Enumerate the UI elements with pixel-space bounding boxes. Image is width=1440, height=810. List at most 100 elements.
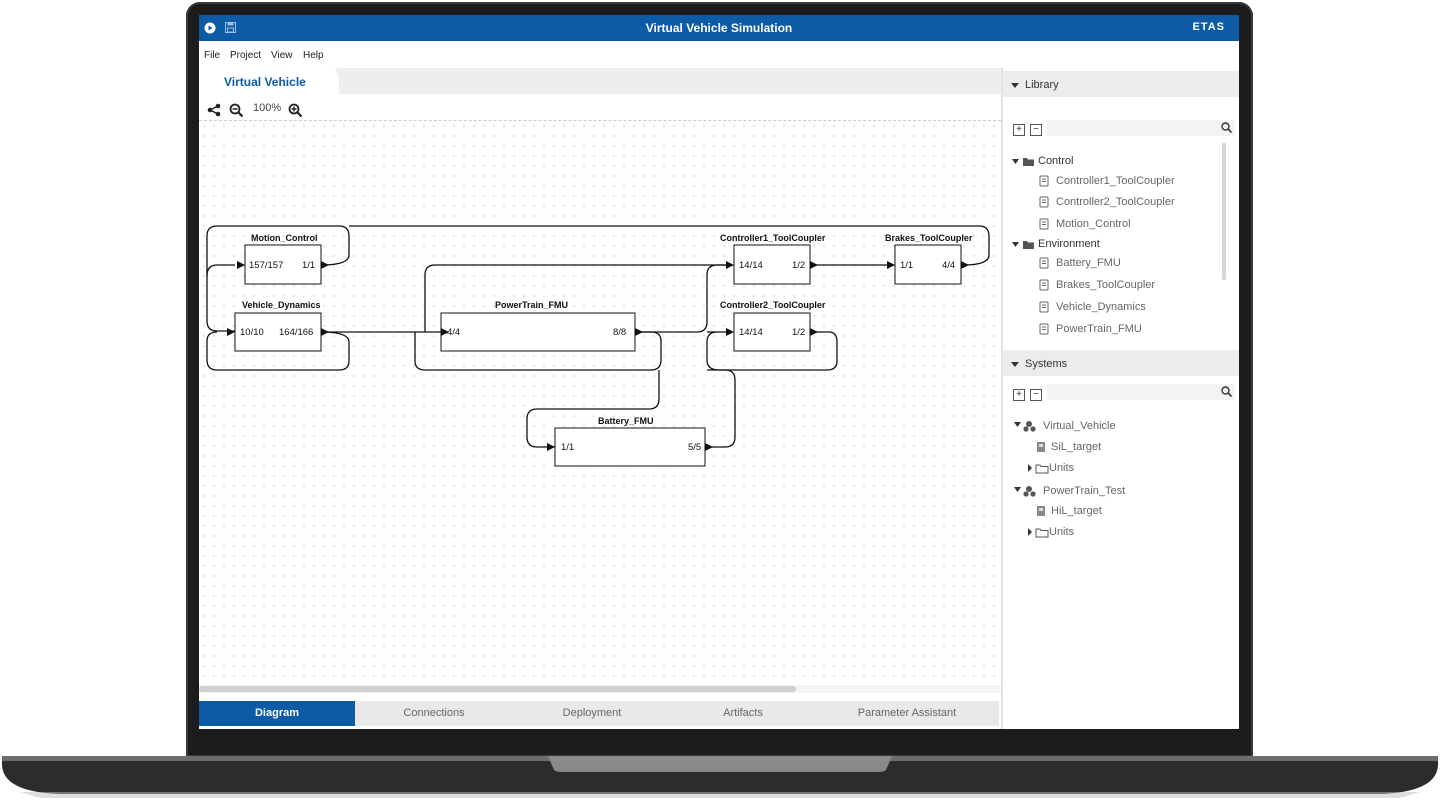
library-search-input[interactable] (1047, 120, 1235, 136)
tab-diagram[interactable]: Diagram (199, 701, 355, 726)
title-bar: Virtual Vehicle Simulation ETAS (199, 15, 1239, 41)
port-in: 14/14 (739, 260, 763, 271)
menu-bar: File Project View Help (199, 41, 1239, 68)
zoom-out-icon[interactable] (229, 103, 244, 118)
port-out: 1/1 (302, 260, 316, 271)
system-icon (1014, 421, 1036, 432)
folder-icon (1028, 528, 1049, 538)
port-out: 164/166 (279, 327, 314, 338)
panel-divider[interactable] (1001, 68, 1003, 729)
folder-open-icon (1012, 158, 1034, 166)
library-item[interactable]: Motion_Control (1056, 218, 1131, 230)
expand-all-icon[interactable]: + (1013, 389, 1025, 401)
block-controller1[interactable] (733, 244, 811, 285)
block-title: PowerTrain_FMU (495, 300, 569, 310)
tree-group-control[interactable]: Control (1038, 155, 1074, 167)
port-in: 1/1 (561, 442, 575, 453)
library-item[interactable]: Brakes_ToolCoupler (1056, 279, 1156, 291)
library-scrollbar[interactable] (1222, 143, 1226, 280)
port-in: 10/10 (240, 327, 264, 338)
system-target[interactable]: SiL_target (1051, 441, 1102, 453)
toolbar-separator (199, 120, 1001, 122)
port-in: 14/14 (739, 327, 763, 338)
app-screen: Virtual Vehicle Simulation ETAS File Pro… (199, 15, 1239, 729)
port-in: 1/1 (900, 260, 914, 271)
component-icon (1039, 257, 1049, 269)
search-icon[interactable] (1221, 122, 1232, 133)
component-icon (1039, 175, 1049, 187)
library-item[interactable]: PowerTrain_FMU (1056, 323, 1142, 335)
folder-icon (1028, 464, 1049, 474)
component-icon (1039, 323, 1049, 335)
run-icon[interactable] (204, 22, 216, 34)
component-icon (1039, 301, 1049, 313)
port-out: 5/5 (688, 442, 702, 453)
laptop-base (2, 756, 1438, 798)
block-title: Battery_FMU (598, 416, 654, 426)
component-icon (1039, 279, 1049, 291)
library-item[interactable]: Controller1_ToolCoupler (1056, 175, 1175, 187)
block-title: Controller2_ToolCoupler (720, 300, 826, 310)
system-icon (1014, 486, 1036, 497)
block-title: Vehicle_Dynamics (242, 300, 321, 310)
port-out: 8/8 (613, 327, 627, 338)
zoom-in-icon[interactable] (288, 103, 303, 118)
block-motion-control[interactable] (244, 244, 322, 285)
save-icon[interactable] (225, 22, 236, 33)
diagram-blocks (227, 244, 969, 467)
window-title: Virtual Vehicle Simulation (645, 21, 793, 35)
expand-all-icon[interactable]: + (1013, 124, 1025, 136)
port-in: 4/4 (447, 327, 461, 338)
tab-connections[interactable]: Connections (403, 707, 465, 719)
component-icon (1039, 196, 1049, 208)
library-item[interactable]: Controller2_ToolCoupler (1056, 196, 1175, 208)
diagram-canvas[interactable]: Motion_Control 157/157 1/1 Vehicle_Dynam… (199, 121, 1001, 695)
systems-title: Systems (1025, 358, 1068, 370)
library-item[interactable]: Vehicle_Dynamics (1056, 301, 1146, 313)
share-icon[interactable] (207, 103, 221, 117)
block-vehicle-dynamics[interactable] (234, 312, 322, 352)
folder-open-icon (1012, 241, 1034, 249)
target-icon (1037, 442, 1045, 452)
block-title: Controller1_ToolCoupler (720, 233, 826, 243)
system-item[interactable]: Virtual_Vehicle (1043, 420, 1116, 432)
collapse-all-icon[interactable]: − (1030, 124, 1042, 136)
block-brakes[interactable] (894, 244, 962, 285)
port-out: 4/4 (942, 260, 956, 271)
system-target[interactable]: HiL_target (1051, 505, 1102, 517)
menu-view[interactable]: View (271, 50, 293, 61)
port-out: 1/2 (792, 327, 806, 338)
tab-deployment[interactable]: Deployment (562, 707, 622, 719)
tab-label: Virtual Vehicle (224, 75, 306, 89)
library-item[interactable]: Battery_FMU (1056, 257, 1121, 269)
systems-search-input[interactable] (1047, 384, 1235, 400)
systems-header[interactable]: Systems (1003, 350, 1239, 376)
port-in: 157/157 (249, 260, 284, 271)
tab-virtual-vehicle[interactable] (199, 68, 339, 94)
collapse-icon (1011, 362, 1019, 367)
zoom-level: 100% (253, 102, 282, 114)
units-folder[interactable]: Units (1049, 526, 1075, 538)
connection-lines (206, 225, 990, 448)
tree-group-environment[interactable]: Environment (1038, 238, 1100, 250)
menu-project[interactable]: Project (230, 50, 262, 61)
library-header[interactable]: Library (1003, 71, 1239, 97)
collapse-icon (1011, 83, 1019, 88)
system-item[interactable]: PowerTrain_Test (1043, 485, 1126, 497)
block-title: Brakes_ToolCoupler (885, 233, 973, 243)
menu-file[interactable]: File (204, 50, 221, 61)
library-title: Library (1025, 79, 1059, 91)
port-out: 1/2 (792, 260, 806, 271)
search-icon[interactable] (1221, 386, 1232, 397)
block-battery-fmu[interactable] (554, 427, 706, 467)
bottom-tab-bar: Diagram Connections Deployment Artifacts… (199, 701, 999, 726)
horizontal-scrollbar-thumb[interactable] (199, 686, 796, 692)
block-powertrain-fmu[interactable] (440, 312, 636, 352)
menu-help[interactable]: Help (303, 50, 324, 61)
collapse-all-icon[interactable]: − (1030, 389, 1042, 401)
tab-parameter-assistant[interactable]: Parameter Assistant (857, 707, 957, 719)
target-icon (1037, 506, 1045, 516)
brand-logo: ETAS (1192, 21, 1225, 33)
tab-artifacts[interactable]: Artifacts (723, 707, 763, 719)
units-folder[interactable]: Units (1049, 462, 1075, 474)
